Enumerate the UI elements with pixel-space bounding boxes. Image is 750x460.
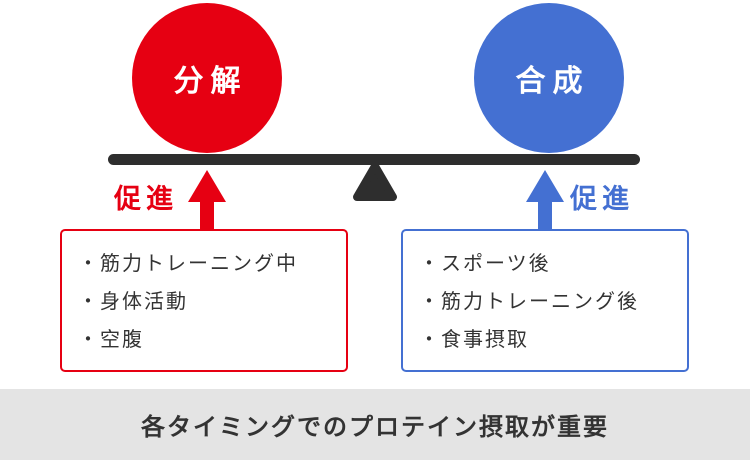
- synthesis-label: 合成: [515, 64, 590, 99]
- list-item: ・身体活動: [78, 289, 188, 313]
- up-arrow-red-icon: [188, 170, 226, 236]
- footer-banner: 各タイミングでのプロテイン摂取が重要: [0, 389, 750, 460]
- list-item: ・空腹: [78, 327, 144, 351]
- up-arrow-blue-icon: [526, 170, 564, 236]
- decomposition-factors-box: ・筋力トレーニング中 ・身体活動 ・空腹: [60, 229, 348, 372]
- footer-message: 各タイミングでのプロテイン摂取が重要: [141, 413, 609, 441]
- list-item: ・筋力トレーニング中: [78, 251, 298, 275]
- decomposition-circle: 分解: [132, 3, 282, 153]
- synthesis-circle: 合成: [474, 3, 624, 153]
- decomposition-factors-list: ・筋力トレーニング中 ・身体活動 ・空腹: [62, 231, 346, 358]
- list-item: ・筋力トレーニング後: [419, 289, 639, 313]
- promote-label-left: 促進: [114, 184, 178, 215]
- synthesis-factors-box: ・スポーツ後 ・筋力トレーニング後 ・食事摂取: [401, 229, 689, 372]
- list-item: ・スポーツ後: [419, 251, 551, 275]
- decomposition-label: 分解: [173, 64, 248, 99]
- balance-beam: [108, 154, 640, 165]
- synthesis-factors-list: ・スポーツ後 ・筋力トレーニング後 ・食事摂取: [403, 231, 687, 358]
- fulcrum-triangle-icon: [352, 160, 398, 206]
- promote-label-right: 促進: [570, 184, 634, 215]
- list-item: ・食事摂取: [419, 327, 529, 351]
